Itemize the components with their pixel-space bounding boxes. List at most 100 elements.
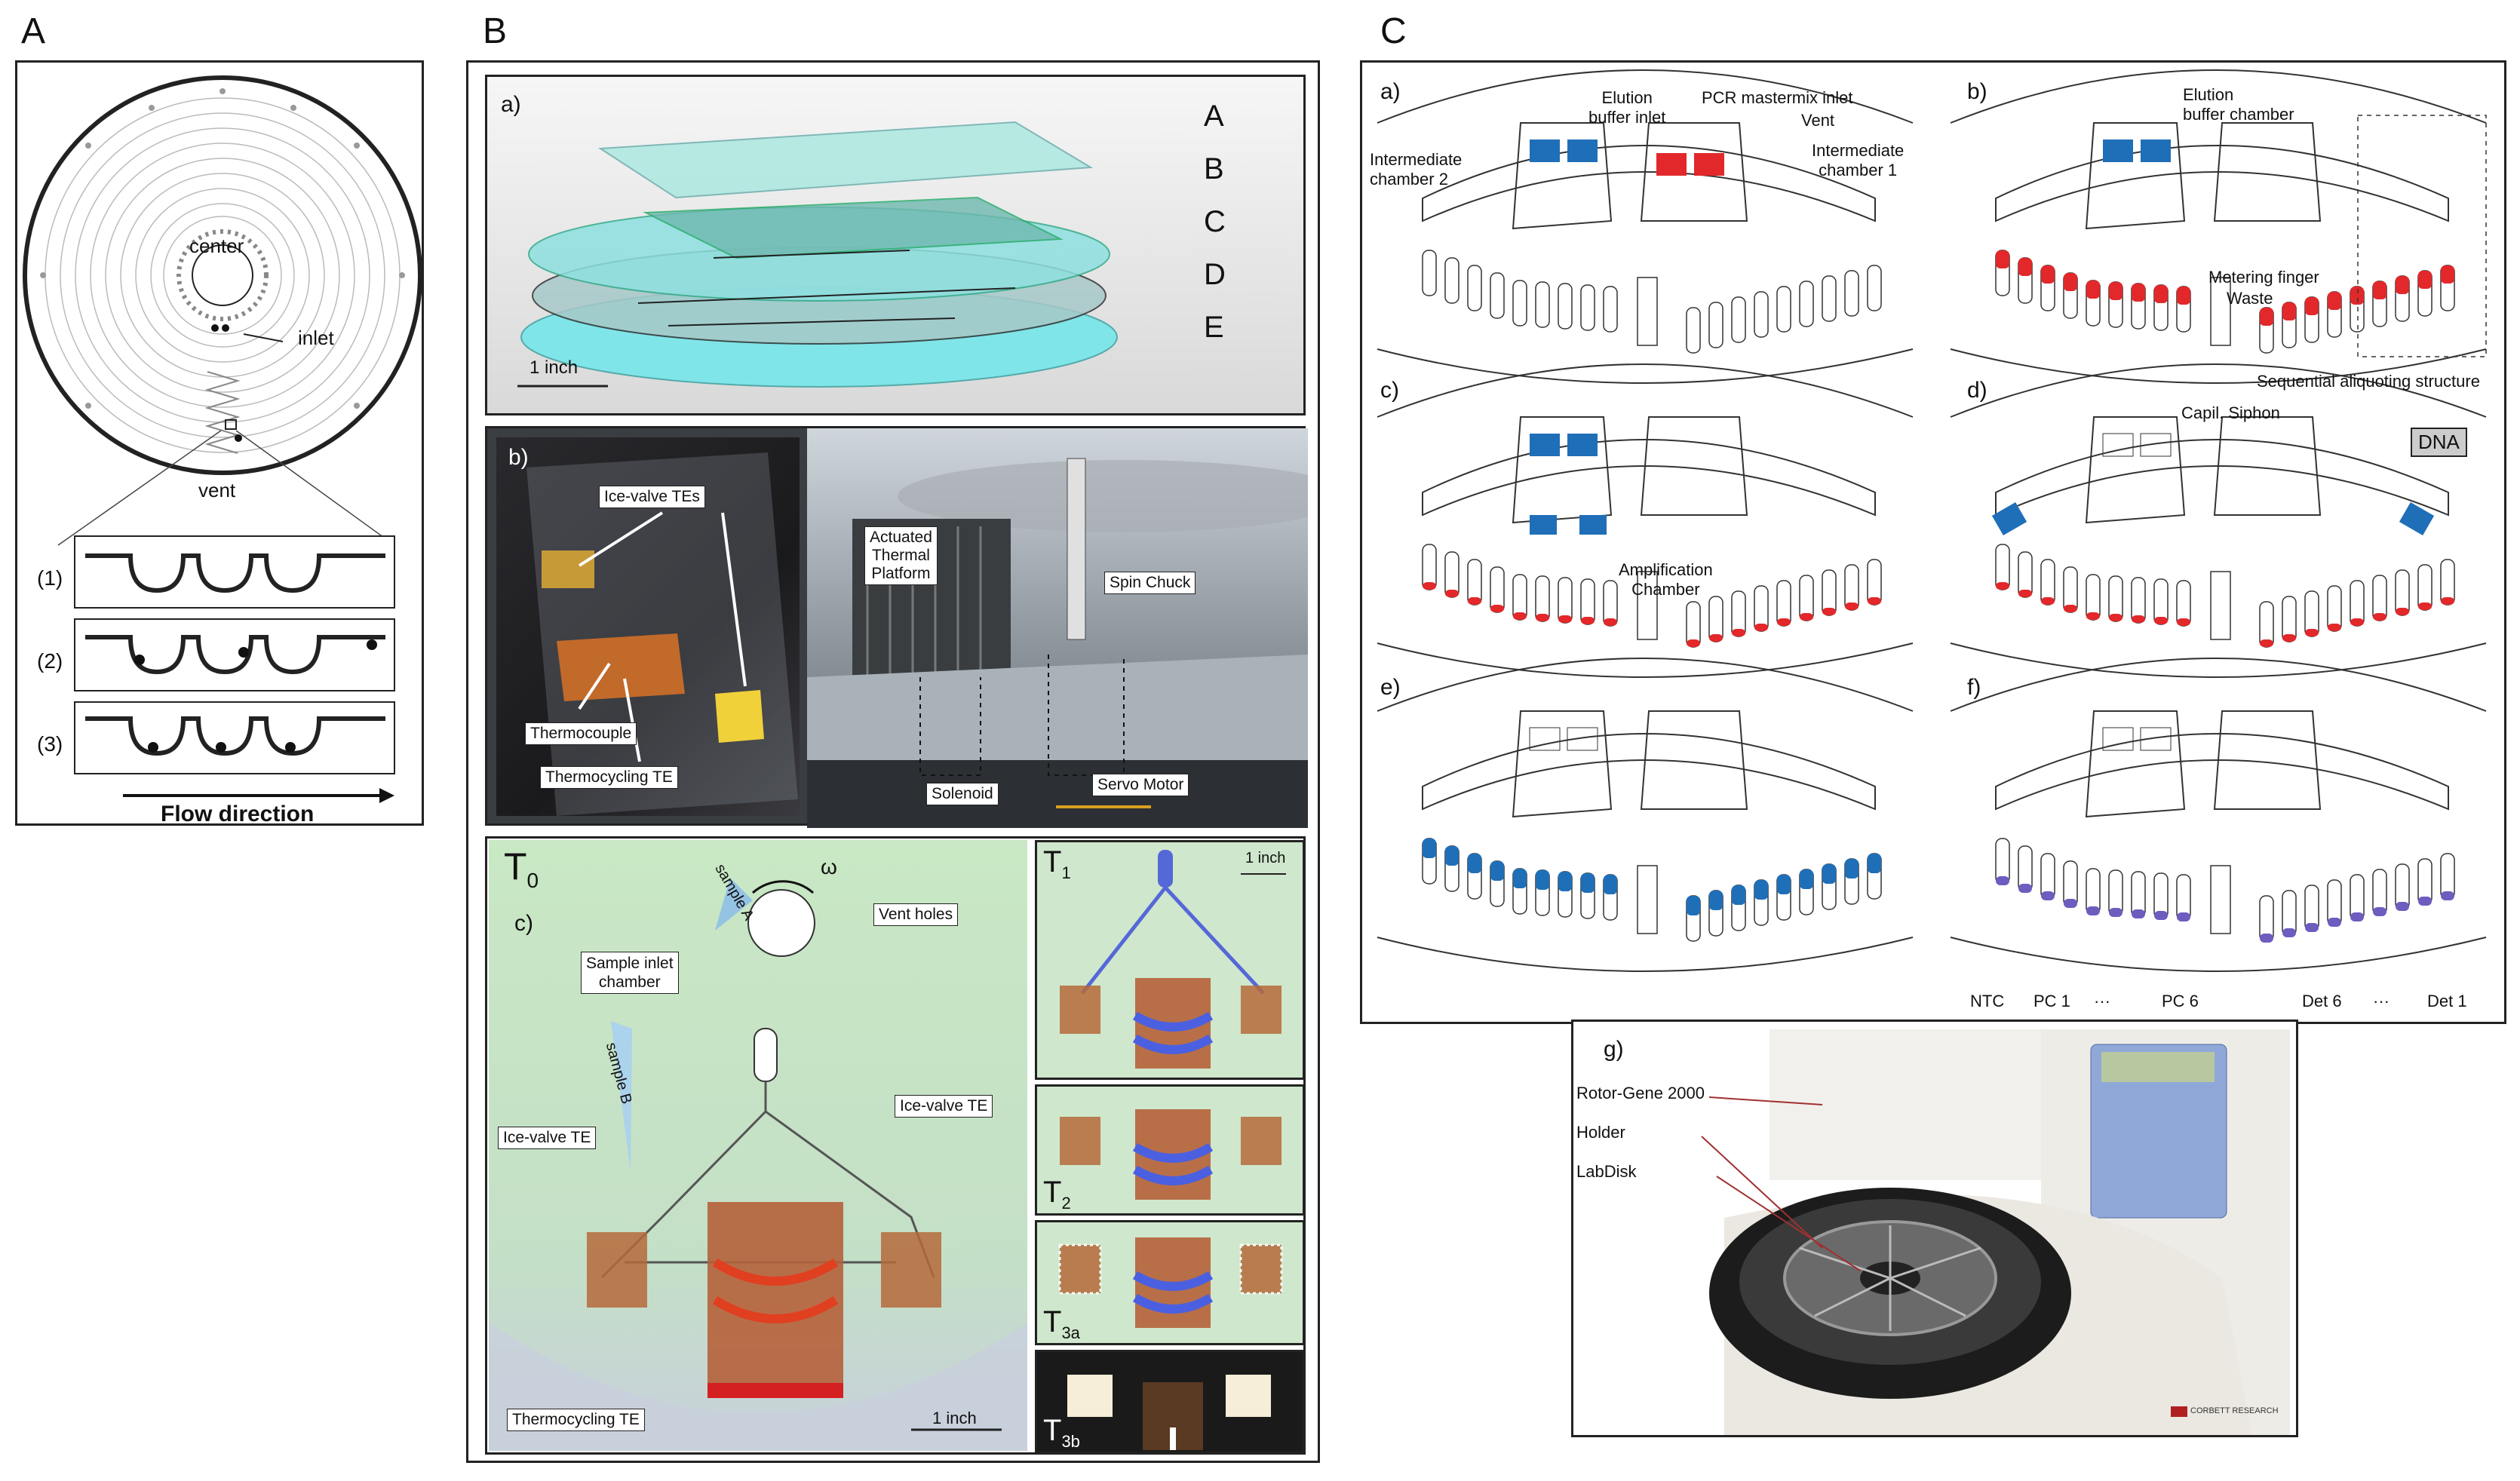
label-elution-chamber: Elution buffer chamber	[2183, 85, 2294, 124]
time-label-t0: T0	[504, 845, 539, 892]
scale-bar-b-a: 1 inch	[529, 357, 579, 378]
label-sample-inlet: Sample inlet chamber	[581, 952, 679, 995]
label-thermocycling-c: Thermocycling TE	[507, 1409, 645, 1431]
microstructure-c	[1377, 363, 1914, 678]
ice-valve-te-right	[715, 690, 764, 743]
layer-stack-diagram	[517, 121, 1118, 388]
label-waste: Waste	[2227, 289, 2273, 308]
sub-label-b-a: a)	[501, 92, 521, 117]
label-metering-finger: Metering finger	[2208, 268, 2319, 287]
sub-label-c-f: f)	[1967, 675, 1981, 700]
panel-b-letter: B	[483, 11, 508, 51]
sub-label-c-c: c)	[1380, 378, 1399, 403]
label-ntc: NTC	[1970, 992, 2005, 1010]
panel-b-a: a) A B C D E 1 inch	[485, 75, 1306, 415]
panel-b-frame: a) A B C D E 1 inch	[466, 60, 1320, 1463]
label-pc1: PC 1	[2033, 992, 2070, 1010]
sub-label-c-g: g)	[1604, 1037, 1624, 1062]
layer-label-b: B	[1204, 152, 1224, 186]
panel-a-letter: A	[21, 11, 46, 51]
center-label: center	[189, 235, 244, 257]
rotor-gene-photo	[1701, 1029, 2290, 1435]
pipette-a	[715, 878, 753, 931]
panel-b-c: T0 c) ω sample A sample B Vent holes Sam…	[485, 836, 1306, 1455]
omega-label: ω	[821, 855, 837, 878]
time-label-t3b: T3b	[1043, 1414, 1080, 1451]
label-det6: Det 6	[2302, 992, 2342, 1010]
sub-label-c-d: d)	[1967, 378, 1987, 403]
spin-chuck-shaft	[1067, 458, 1086, 640]
sub-label-c-e: e)	[1380, 675, 1401, 700]
time-label-t1: T1	[1043, 845, 1071, 882]
layer-label-d: D	[1204, 258, 1226, 291]
label-amplification-chamber: Amplification Chamber	[1619, 560, 1713, 599]
layer-label-a: A	[1204, 100, 1224, 133]
layer-a	[597, 121, 1094, 199]
label-ice-valve-right: Ice-valve TE	[895, 1095, 993, 1118]
label-intermediate-2: Intermediate chamber 2	[1370, 150, 1463, 189]
panel-a-diagram	[23, 75, 422, 803]
flow-direction-label: Flow direction	[161, 802, 315, 826]
label-vent: Vent	[1801, 111, 1835, 130]
inset-t3b: T3b	[1035, 1350, 1305, 1454]
vent-label: vent	[198, 479, 236, 501]
label-capil-siphon: Capil. Siphon	[2181, 403, 2280, 422]
sub-label-c-a: a)	[1380, 79, 1401, 104]
step-3-diagram	[74, 701, 395, 774]
label-intermediate-1: Intermediate chamber 1	[1812, 141, 1905, 179]
layer-b	[643, 196, 1064, 259]
label-labdisk: LabDisk	[1576, 1162, 1637, 1181]
pipette-b	[611, 1021, 632, 1172]
control-panel	[2090, 1044, 2227, 1219]
scale-bar-b-c: 1 inch	[932, 1409, 977, 1427]
microstructure-d	[1950, 363, 2487, 678]
label-rotor-gene: Rotor-Gene 2000	[1576, 1084, 1705, 1102]
label-spin-chuck: Spin Chuck	[1104, 572, 1196, 594]
time-label-t2: T2	[1043, 1176, 1071, 1213]
microstructure-e	[1377, 658, 1914, 972]
label-dna: DNA	[2411, 428, 2467, 457]
thermocycling-te-photo	[557, 633, 685, 701]
panel-c-frame: a) Elution buffer inlet PCR mastermix in…	[1360, 60, 2506, 1024]
label-vent-holes: Vent holes	[873, 903, 959, 926]
microstructure-b	[1950, 69, 2487, 384]
label-brand: CORBETT RESEARCH	[2190, 1406, 2279, 1415]
inset-t1: T1 1 inch	[1035, 840, 1305, 1080]
panel-b-b: b) Ice-valve TEs Thermocouple Thermocycl…	[485, 426, 1308, 828]
panel-c-diagrams	[1377, 69, 2487, 972]
step-1-label: (1)	[37, 566, 63, 590]
inset-t3a: T3a	[1035, 1220, 1305, 1345]
scale-bar-t1: 1 inch	[1245, 850, 1286, 866]
sample-inlet-chamber	[754, 1028, 778, 1082]
label-holder: Holder	[1576, 1123, 1625, 1142]
label-dots-1: ···	[2094, 992, 2110, 1010]
ice-valve-te-left	[542, 550, 594, 588]
label-solenoid: Solenoid	[926, 783, 999, 805]
step-2-diagram	[74, 618, 395, 691]
label-det1: Det 1	[2427, 992, 2467, 1010]
step-3-label: (3)	[37, 732, 63, 756]
time-label-t3a: T3a	[1043, 1305, 1080, 1342]
label-thermocycling-te-b: Thermocycling TE	[540, 766, 678, 789]
sub-label-c-b: b)	[1967, 79, 1987, 104]
panel-c-g: g) Rotor-Gene 2000 Holder LabDisk CORBET…	[1571, 1020, 2298, 1437]
panel-a-frame: center inlet vent (1) (2) (3) Flow direc…	[15, 60, 424, 826]
layer-label-c: C	[1204, 205, 1226, 238]
label-dots-2: ···	[2373, 992, 2390, 1010]
label-actuated-platform: Actuated Thermal Platform	[864, 526, 938, 586]
microstructure-a	[1377, 69, 1914, 384]
ice-valve-te-right-schematic	[881, 1232, 941, 1308]
label-thermocouple: Thermocouple	[525, 722, 637, 745]
inlet-label: inlet	[298, 327, 334, 349]
label-sequential-aliquoting: Sequential aliquoting structure	[2257, 372, 2480, 391]
step-1-diagram	[74, 535, 395, 609]
rotation-indicator	[747, 889, 815, 957]
edge-holes	[40, 88, 405, 409]
label-servo-motor: Servo Motor	[1092, 774, 1189, 796]
sub-label-b-b: b)	[508, 445, 529, 470]
microstructure-f	[1950, 658, 2487, 972]
step-2-label: (2)	[37, 649, 63, 673]
ice-valve-te-left-schematic	[587, 1232, 647, 1308]
label-pc6: PC 6	[2162, 992, 2199, 1010]
label-pcr-inlet: PCR mastermix inlet	[1702, 88, 1853, 107]
